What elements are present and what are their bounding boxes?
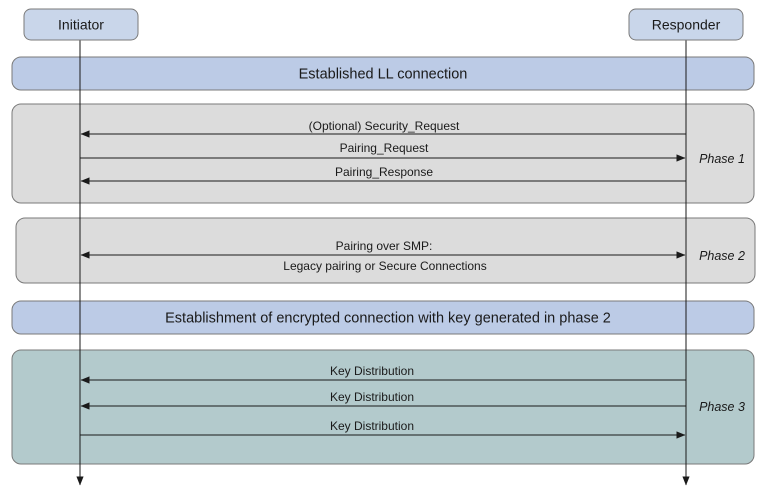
- security-request-label: (Optional) Security_Request: [309, 119, 460, 133]
- phase-2-label: Phase 2: [699, 249, 745, 263]
- phase-1-box: [11, 103, 755, 204]
- ll-connection-banner: [11, 56, 755, 91]
- pairing-smp-label-line1: Pairing over SMP:: [336, 239, 433, 253]
- key-distribution-label-3: Key Distribution: [330, 419, 414, 433]
- encrypted-connection-banner: [11, 300, 755, 335]
- key-distribution-label-1: Key Distribution: [330, 364, 414, 378]
- phase-3-label: Phase 3: [699, 400, 745, 414]
- initiator-box: [23, 8, 139, 41]
- phase-1-label: Phase 1: [699, 152, 745, 166]
- key-distribution-label-2: Key Distribution: [330, 390, 414, 404]
- responder-label: Responder: [652, 17, 721, 33]
- pairing-response-label: Pairing_Response: [335, 165, 433, 179]
- pairing-request-label: Pairing_Request: [340, 141, 429, 155]
- encrypted-connection-label: Establishment of encrypted connection wi…: [165, 311, 611, 327]
- responder-box: [628, 8, 744, 41]
- pairing-smp-label-line2: Legacy pairing or Secure Connections: [283, 259, 486, 273]
- phase-2-box: [15, 217, 756, 284]
- ll-connection-label: Established LL connection: [299, 67, 468, 83]
- initiator-label: Initiator: [58, 17, 104, 33]
